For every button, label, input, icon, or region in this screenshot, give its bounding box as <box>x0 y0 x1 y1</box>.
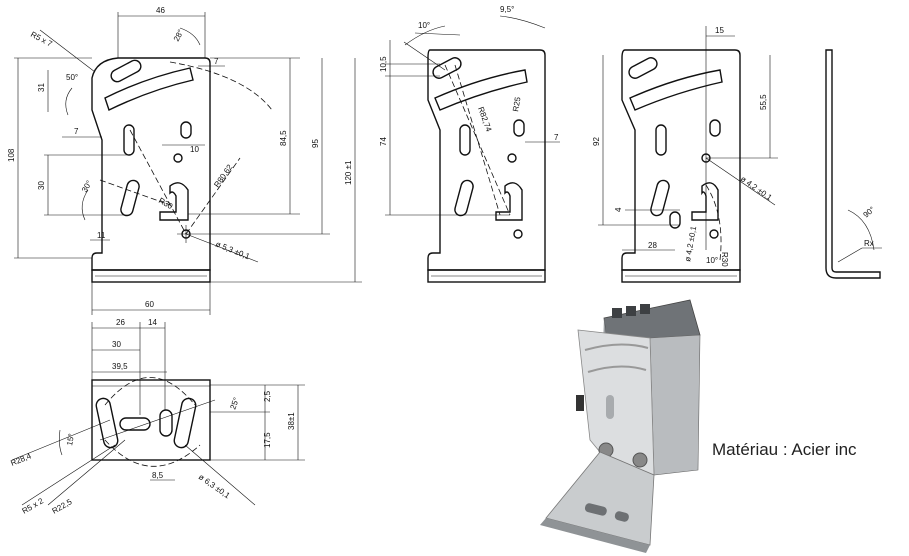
dim-radius-30-right: R30 <box>720 252 729 267</box>
side-view: 90° Rx <box>825 49 882 279</box>
dim-26: 26 <box>116 318 125 327</box>
middle-view: 10° 9,5° 10,5 R25 R82,74 7 74 <box>379 5 560 283</box>
dim-angle-15: 15° <box>65 433 76 446</box>
dim-width-46: 46 <box>156 6 165 15</box>
dim-84-5: 84,5 <box>279 130 288 146</box>
dim-slot-r5x2: R5 x 2 <box>21 496 46 516</box>
dim-17-5: 17,5 <box>263 432 272 448</box>
dim-radius-25: R25 <box>511 96 523 113</box>
product-photo <box>540 299 701 553</box>
dim-angle-25: 25° <box>228 396 241 410</box>
dim-14: 14 <box>148 318 157 327</box>
dim-angle-90: 90° <box>862 205 877 220</box>
dim-11: 11 <box>97 231 106 240</box>
dim-radius-80: R80,62 <box>212 162 234 189</box>
dim-rx: Rx <box>864 239 874 248</box>
dim-120: 120 ±1 <box>344 160 353 185</box>
dim-radius-28-4: R28,4 <box>9 451 33 468</box>
dim-radius-30: R30 <box>157 196 175 211</box>
dim-angle-10-right: 10° <box>706 256 718 265</box>
dim-38: 38±1 <box>287 412 296 430</box>
dim-92: 92 <box>592 137 601 146</box>
dim-28: 28 <box>648 241 657 250</box>
dim-4: 4 <box>614 207 623 212</box>
dim-angle-30: 30° <box>80 179 94 194</box>
right-view: 15 55,5 92 ø 4,2 ±0,1 4 28 ø 4,2 ±0,1 R3… <box>592 26 778 283</box>
dim-7-middle: 7 <box>554 133 559 142</box>
dim-39-5: 39,5 <box>112 362 128 371</box>
dim-15: 15 <box>715 26 724 35</box>
dim-width-60: 60 <box>145 300 154 309</box>
dim-hole-4-2-right: ø 4,2 ±0,1 <box>739 174 774 202</box>
dim-angle-50: 50° <box>66 73 78 82</box>
dim-30-vertical: 30 <box>37 181 46 190</box>
dim-10: 10 <box>190 145 199 154</box>
dim-hole-4-2-bottom: ø 4,2 ±0,1 <box>683 225 698 263</box>
dim-7-top: 7 <box>214 57 219 66</box>
front-view: 46 R5 x 7 28° 50° 7 31 108 7 30 30° R30 … <box>7 6 362 315</box>
dim-angle-10: 10° <box>418 21 430 30</box>
dim-angle-28: 28° <box>172 28 186 43</box>
dim-hole-5-3: ø 5,3 ±0,1 <box>214 240 251 262</box>
dim-30-bottom: 30 <box>112 340 121 349</box>
dim-angle-9-5: 9,5° <box>500 5 514 14</box>
dim-radius-82-74: R82,74 <box>476 106 493 134</box>
dim-2-5: 2,5 <box>263 390 272 402</box>
bottom-view: 26 14 30 39,5 2,5 25° 38±1 15° 17,5 R28,… <box>9 318 305 516</box>
dim-108: 108 <box>7 148 16 162</box>
dim-95: 95 <box>311 139 320 148</box>
dim-8-5: 8,5 <box>152 471 164 480</box>
material-label: Matériau : Acier inc <box>712 440 857 459</box>
dim-7-left: 7 <box>74 127 79 136</box>
dim-hole-6-3: ø 6,3 ±0,1 <box>197 472 232 500</box>
dim-slot-radius: R5 x 7 <box>29 30 54 49</box>
dim-55-5: 55,5 <box>759 94 768 110</box>
dim-74: 74 <box>379 137 388 146</box>
dim-10-5: 10,5 <box>379 56 388 72</box>
dim-31: 31 <box>37 83 46 92</box>
